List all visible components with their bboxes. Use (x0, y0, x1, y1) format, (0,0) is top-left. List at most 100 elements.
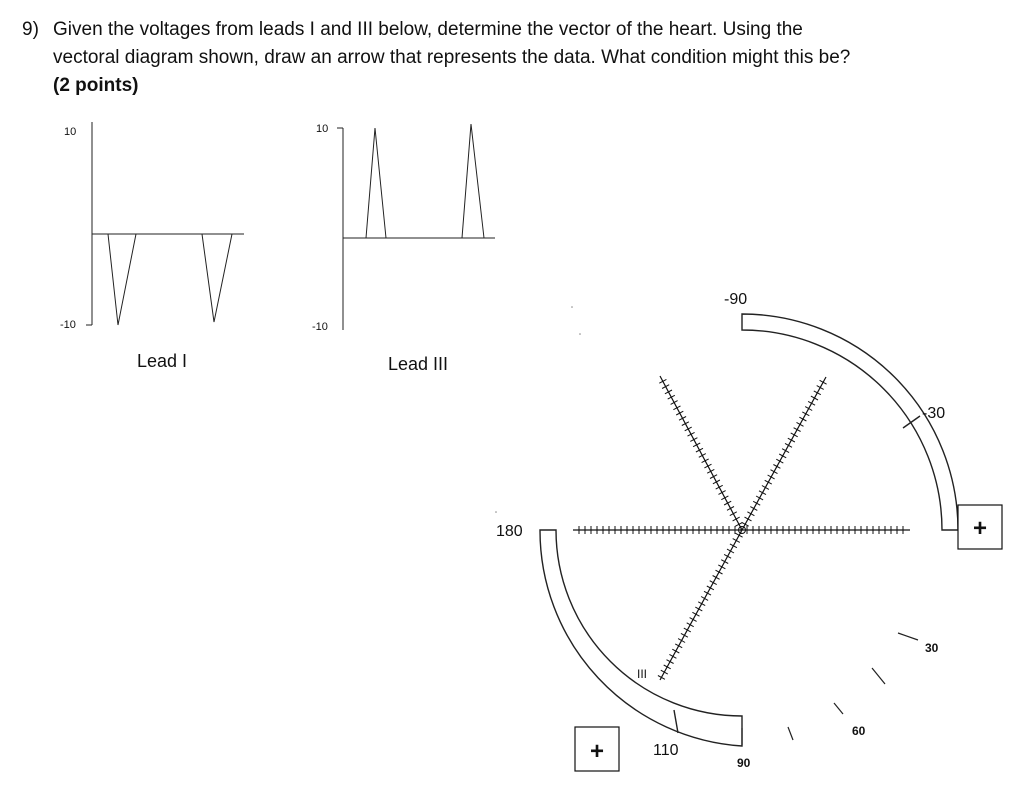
axis-tick (709, 580, 717, 586)
axis-tick (721, 495, 729, 501)
lead-iii-ymax-label: 10 (316, 123, 328, 135)
axis-tick (712, 575, 720, 580)
axis-upper-right (741, 376, 827, 531)
label-90: 90 (737, 756, 751, 770)
axis-lead-iii (659, 529, 743, 681)
dash-45 (871, 667, 886, 685)
axis-tick (664, 389, 673, 395)
axis-tick (796, 421, 804, 427)
axis-tick (793, 427, 801, 432)
plus-box-bottom: + (574, 726, 620, 772)
axis-tick (673, 405, 681, 411)
axis-tick (667, 394, 676, 400)
axis-tick (695, 447, 704, 453)
axis-tick (747, 511, 755, 517)
axis-tick (720, 559, 729, 564)
axis-tick (663, 664, 671, 670)
axis-tick (752, 500, 761, 506)
axis-tick (712, 479, 721, 485)
axis-tick (790, 432, 798, 438)
axis-tick (804, 406, 813, 411)
axis-tick (781, 448, 790, 454)
axis-tick (764, 479, 773, 485)
axis-tick (819, 379, 827, 385)
label-minus30: -30 (922, 405, 945, 422)
axis-tick (678, 416, 687, 421)
axis-tick (695, 606, 703, 612)
axis-tick (776, 458, 784, 464)
plus-box-right-frame (957, 504, 1003, 550)
axis-tick (799, 416, 807, 422)
axis-tick (709, 474, 718, 479)
axis-tick (816, 385, 824, 390)
lead-i-wave-2 (201, 233, 233, 323)
arc-divider-110 (673, 709, 679, 734)
label-30: 30 (925, 641, 939, 655)
axis-origin (738, 526, 746, 534)
question-number: 9) (22, 19, 39, 40)
arc-band-upper-right (741, 313, 959, 531)
axis-tick (744, 516, 752, 522)
scan-speck (495, 511, 497, 513)
question-line-2: vectoral diagram shown, draw an arrow th… (53, 47, 851, 68)
label-110: 110 (653, 742, 679, 759)
axis-tick (758, 490, 767, 496)
axis-tick (698, 453, 707, 458)
axis-tick (807, 400, 816, 406)
axis-tick (813, 390, 822, 396)
arc-divider-minus30 (902, 415, 921, 429)
label-60: 60 (852, 724, 866, 738)
axis-tick (683, 627, 692, 633)
axis-tick (675, 410, 684, 416)
axis-tick (773, 464, 781, 469)
axis-tick (715, 569, 723, 575)
axis-tick (681, 421, 690, 426)
axis-tick (687, 431, 695, 437)
axis-tick (680, 632, 689, 638)
axis-tick (802, 411, 810, 417)
axis-tick (684, 426, 692, 432)
lower-left-arc (539, 529, 743, 747)
axis-tick (704, 463, 712, 469)
axis-tick (674, 643, 683, 649)
axis-tick (718, 490, 726, 495)
axis-tick (700, 596, 709, 601)
axis-tick-marks (578, 378, 904, 680)
axis-tick (755, 495, 764, 501)
axis-tick (715, 484, 723, 490)
degree-dashes (741, 632, 919, 745)
dash-75 (787, 726, 794, 741)
axis-tick (778, 453, 787, 459)
axis-tick (670, 400, 678, 405)
lead-i-plot: 10 -10 Lead I (60, 122, 244, 371)
axis-tick (706, 585, 715, 591)
axis-tick (726, 506, 735, 511)
axis-tick (660, 669, 669, 675)
axis-tick (701, 458, 709, 464)
lead-i-ymax-label: 10 (64, 126, 76, 138)
axis-tick (697, 601, 706, 607)
label-lead-iii-axis: III (637, 667, 647, 681)
axis-tick (718, 564, 726, 570)
question-points: (2 points) (53, 75, 139, 96)
plus-sign-right: + (973, 515, 987, 542)
axis-tick (666, 659, 674, 664)
axis-tick (750, 506, 758, 511)
lead-iii-name: Lead III (388, 354, 448, 374)
dash-30 (897, 632, 919, 641)
plus-sign-bottom: + (590, 738, 604, 765)
axis-tick (735, 521, 743, 527)
lead-iii-wave-2 (461, 123, 485, 239)
axis-tick (677, 638, 686, 643)
lead-i-name: Lead I (137, 351, 187, 371)
axis-tick (767, 474, 775, 480)
lead-iii-ymin-label: -10 (312, 321, 328, 333)
axis-tick (770, 469, 778, 475)
question-line-1: Given the voltages from leads I and III … (53, 19, 803, 40)
axis-upper-left (659, 375, 743, 531)
axis-tick (723, 553, 732, 559)
axis-tick (761, 485, 770, 490)
axis-tick (729, 511, 738, 517)
axis-tick (669, 653, 677, 659)
